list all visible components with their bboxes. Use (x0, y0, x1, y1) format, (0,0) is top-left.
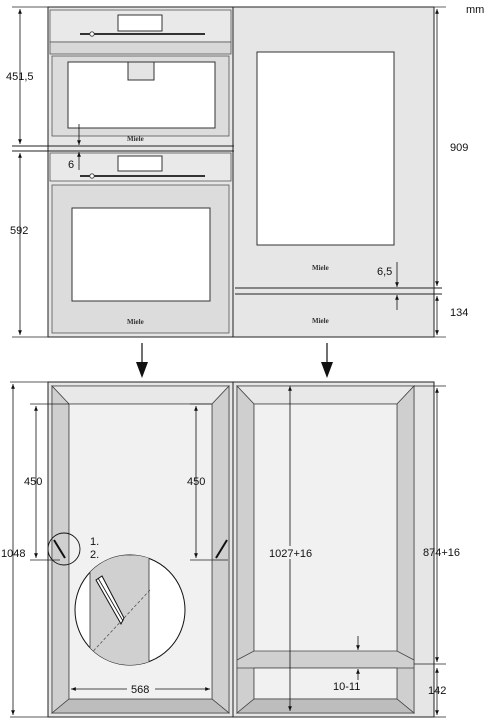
bottom-niche-view: 1048 450 450 1. 2. 568 (1, 381, 460, 718)
dim-right-450: 450 (187, 476, 205, 488)
oven-appliance: Miele (49, 152, 232, 334)
step-2: 2. (90, 549, 99, 561)
dim-right-bottom: 134 (450, 307, 468, 319)
dim-right-gap: 6,5 (377, 266, 392, 278)
step-1: 1. (90, 536, 99, 548)
brand-logo-fridge: Miele (312, 264, 329, 272)
right-niche-back (253, 403, 398, 655)
transition-arrows (136, 343, 333, 378)
brand-logo-upper: Miele (127, 135, 144, 143)
down-arrow-left-icon (136, 362, 148, 378)
pencil-mark-right-icon (215, 539, 228, 559)
coffee-machine-appliance: Miele (49, 9, 232, 143)
dim-left-upper: 451,5 (6, 71, 34, 83)
fridge-door-upper: Miele (256, 51, 395, 272)
dim-total-height: 1048 (1, 548, 25, 560)
down-arrow-right-icon (321, 362, 333, 378)
pencil-mark-left-icon (53, 539, 66, 559)
brand-logo-freezer: Miele (312, 317, 329, 325)
dim-gap-range: 10-11 (333, 681, 360, 693)
dim-left-450: 450 (24, 476, 42, 488)
detail-callout-circle (47, 532, 81, 566)
dim-left-lower: 592 (10, 225, 28, 237)
dim-gap: 6 (68, 159, 74, 171)
brand-logo-oven: Miele (127, 318, 144, 326)
zoom-detail (74, 554, 186, 666)
unit-label: mm (466, 4, 484, 16)
dim-right-outer: 874+16 (423, 547, 460, 559)
pencil-detail-icon (95, 575, 125, 626)
right-niche-shelf (236, 650, 415, 669)
dim-width: 568 (131, 684, 149, 696)
dim-right-total: 909 (450, 142, 468, 154)
top-cabinet-view: Miele Miele Miele Miele 451,5 592 (6, 6, 468, 338)
dim-bottom: 142 (428, 685, 446, 697)
dim-right-inner: 1027+16 (269, 548, 312, 560)
